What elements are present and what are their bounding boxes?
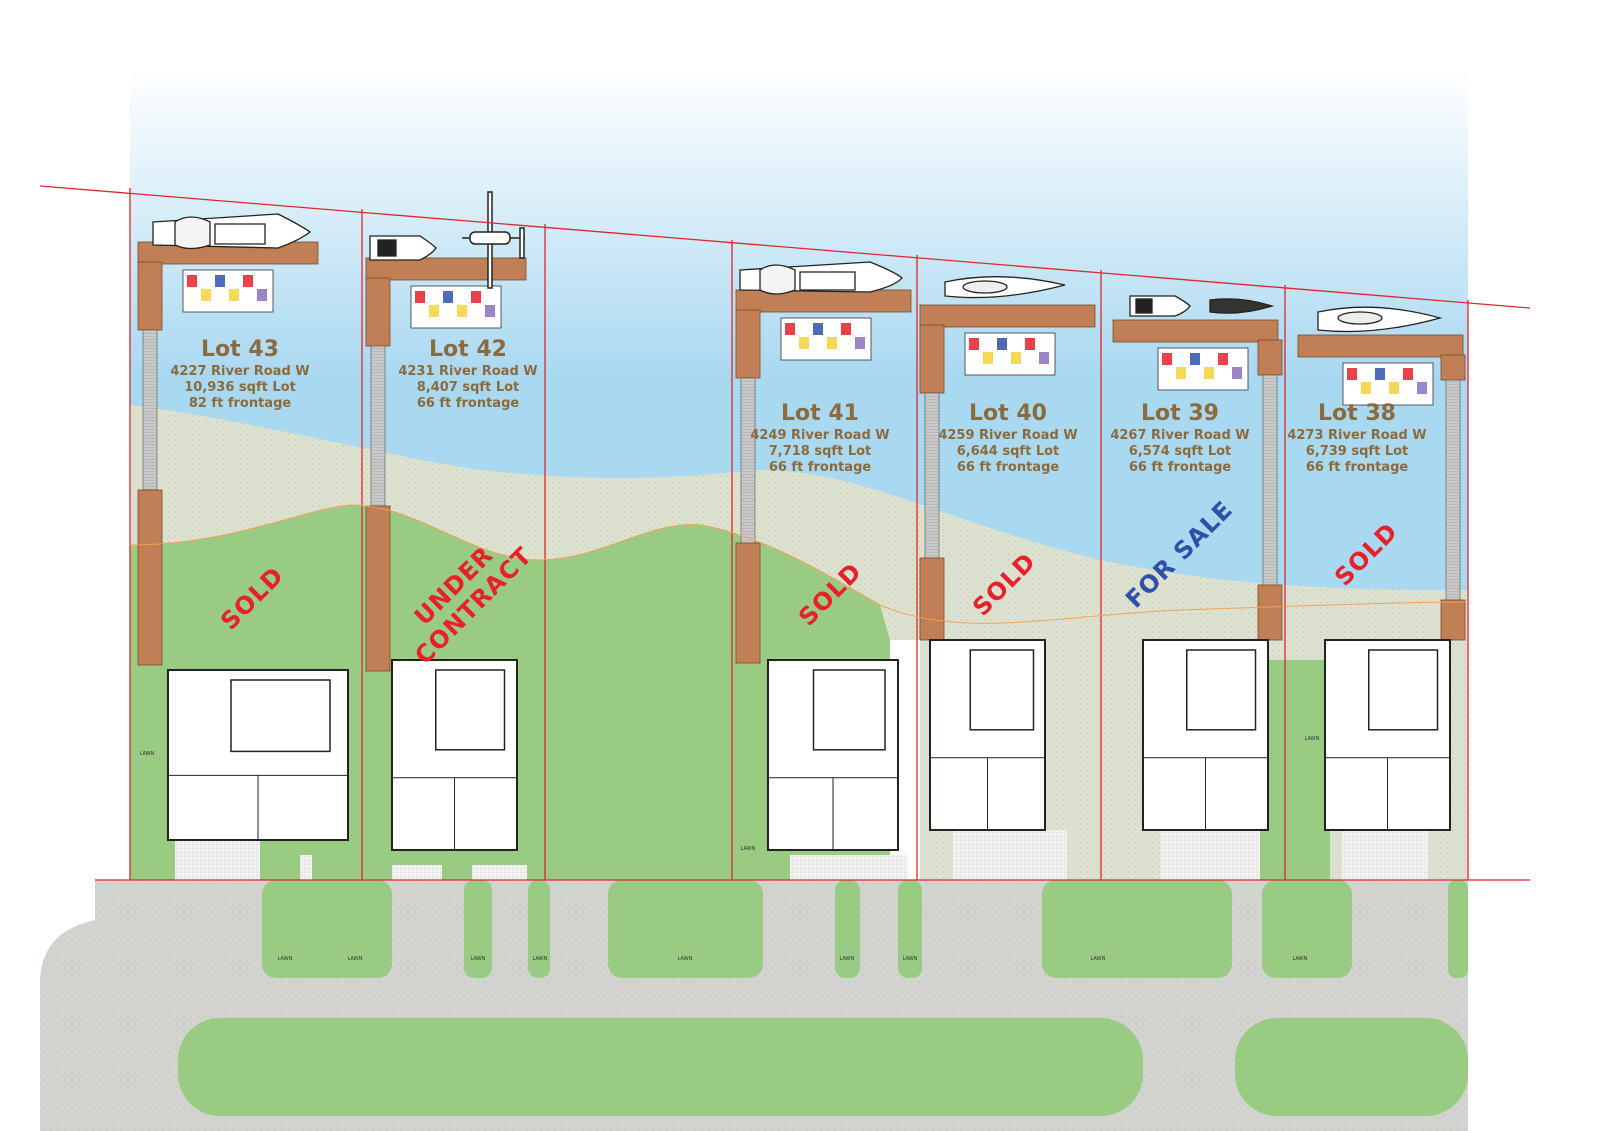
lot-title: Lot 38 (1318, 401, 1396, 426)
floorplan-thumbnail (1157, 347, 1249, 391)
lot-size: 6,644 sqft Lot (957, 444, 1060, 459)
lot-address: 4267 River Road W (1110, 428, 1249, 443)
docks-layer (137, 241, 1466, 672)
walkway (924, 392, 940, 559)
house-lot-42 (391, 659, 518, 851)
lot-size: 8,407 sqft Lot (417, 380, 520, 395)
lot-frontage: 66 ft frontage (957, 460, 1060, 475)
speedboat-icon (1129, 295, 1191, 317)
jetboat-icon (1209, 298, 1275, 314)
walkway (142, 329, 158, 491)
lot-frontage: 66 ft frontage (1129, 460, 1232, 475)
lot-title: Lot 43 (201, 337, 279, 362)
lawn-label: LAWN (278, 956, 293, 962)
lawn-patch-38 (1280, 660, 1330, 880)
houses-layer (167, 639, 1451, 851)
seaplane-icon (462, 191, 525, 289)
lot-size: 6,574 sqft Lot (1129, 444, 1232, 459)
lot-frontage: 66 ft frontage (769, 460, 872, 475)
yacht-icon (152, 213, 312, 250)
floorplan-thumbnail (1342, 362, 1434, 406)
walkway (370, 345, 386, 507)
lot-label-38: Lot 38 4273 River Road W6,739 sqft Lot66 … (1287, 401, 1426, 475)
lawn-label: LAWN (840, 956, 855, 962)
dock-lot-42 (365, 257, 527, 672)
walkway (1445, 379, 1461, 601)
dock-lot-40 (919, 304, 1096, 641)
speedboat-icon (369, 235, 437, 261)
lot-title: Lot 42 (429, 337, 507, 362)
floorplan-thumbnail (410, 285, 502, 329)
lot-label-43: Lot 43 4227 River Road W10,936 sqft Lot82… (170, 337, 309, 411)
lot-label-41: Lot 41 4249 River Road W7,718 sqft Lot66 … (750, 401, 889, 475)
lawn-label: LAWN (140, 751, 155, 757)
lot-address: 4227 River Road W (170, 364, 309, 379)
setback-line (129, 504, 1469, 624)
lot-label-42: Lot 42 4231 River Road W8,407 sqft Lot66 … (398, 337, 537, 411)
lawn-label: LAWN (348, 956, 363, 962)
lot-title: Lot 40 (969, 401, 1047, 426)
lot-label-39: Lot 39 4267 River Road W6,574 sqft Lot66 … (1110, 401, 1249, 475)
dock-lot-39 (1112, 319, 1283, 641)
lawn-label: LAWN (1091, 956, 1106, 962)
lot-address: 4259 River Road W (938, 428, 1077, 443)
house-lot-38 (1324, 639, 1451, 831)
dock-lot-38 (1297, 334, 1466, 641)
lot-title: Lot 39 (1141, 401, 1219, 426)
road-lawn-bumpouts (262, 880, 1468, 978)
lawn-label: LAWN (471, 956, 486, 962)
lawn-label: LAWN (1305, 736, 1320, 742)
floorplan-thumbnail (964, 332, 1056, 376)
walkway (740, 377, 756, 544)
lot-lines (39, 185, 1531, 881)
walkway (1262, 374, 1278, 586)
lot-size: 6,739 sqft Lot (1306, 444, 1409, 459)
house-lot-40 (929, 639, 1046, 831)
median-left (178, 1018, 1143, 1116)
sailboat-icon (944, 276, 1066, 299)
lawn-label: LAWN (533, 956, 548, 962)
house-lot-41 (767, 659, 899, 851)
lot-title: Lot 41 (781, 401, 859, 426)
lot-size: 7,718 sqft Lot (769, 444, 872, 459)
house-lot-39 (1142, 639, 1269, 831)
lawn-label: LAWN (903, 956, 918, 962)
lawn-labels-layer: LAWN LAWN LAWN LAWN LAWN LAWN LAWN LAWN LAWN LAWN… (140, 736, 1320, 962)
lawn-label: LAWN (741, 846, 756, 852)
floorplan-thumbnail (182, 269, 274, 313)
dock-lot-41 (735, 289, 912, 664)
lot-address: 4231 River Road W (398, 364, 537, 379)
lot-frontage: 66 ft frontage (417, 396, 520, 411)
lot-address: 4249 River Road W (750, 428, 889, 443)
boats-layer (152, 191, 1443, 333)
lot-label-40: Lot 40 4259 River Road W6,644 sqft Lot66 … (938, 401, 1077, 475)
yacht-icon (739, 261, 903, 295)
lot-frontage: 82 ft frontage (189, 396, 292, 411)
house-lot-43 (167, 669, 349, 841)
lot-size: 10,936 sqft Lot (184, 380, 296, 395)
lot-address: 4273 River Road W (1287, 428, 1426, 443)
floorplan-thumbnail (780, 317, 872, 361)
median-right (1235, 1018, 1468, 1116)
sailboat-icon (1317, 306, 1443, 333)
lawn-label: LAWN (678, 956, 693, 962)
lawn-label: LAWN (1293, 956, 1308, 962)
lot-frontage: 66 ft frontage (1306, 460, 1409, 475)
